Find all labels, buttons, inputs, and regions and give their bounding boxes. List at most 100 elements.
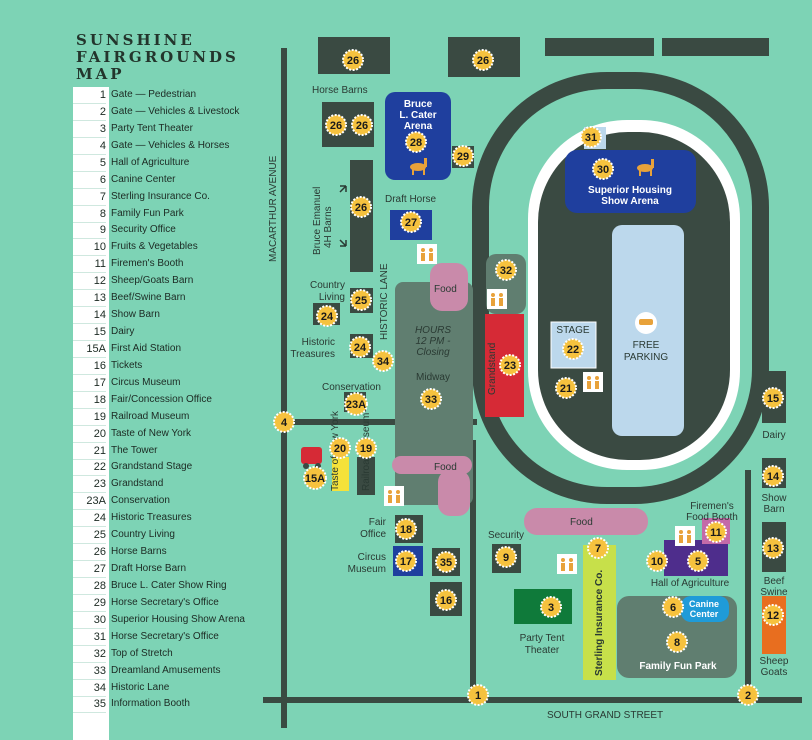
location-badge-7[interactable]: 7 <box>587 537 609 559</box>
south-grand-street-road <box>263 697 802 703</box>
fair-office-label-1: Fair <box>369 517 387 528</box>
legend-label: Country Living <box>111 529 175 541</box>
location-badge-8[interactable]: 8 <box>666 631 688 653</box>
dairy-label: Dairy <box>762 430 785 441</box>
location-badge-4[interactable]: 4 <box>273 411 295 433</box>
bruce-arena-label-2: L. Cater <box>399 110 436 121</box>
location-badge-17[interactable]: 17 <box>395 550 417 572</box>
location-badge-26[interactable]: 26 <box>472 49 494 71</box>
svg-text:12: 12 <box>767 610 779 622</box>
location-badge-26[interactable]: 26 <box>325 114 347 136</box>
legend-label: Superior Housing Show Arena <box>111 613 245 625</box>
legend-number: 33 <box>73 663 106 680</box>
svg-text:2: 2 <box>745 690 751 702</box>
location-badge-31[interactable]: 31 <box>580 126 602 148</box>
location-badge-30[interactable]: 30 <box>592 158 614 180</box>
location-badge-16[interactable]: 16 <box>435 589 457 611</box>
legend-label: Grandstand <box>111 478 164 490</box>
location-badge-15A[interactable]: 15A <box>303 466 327 490</box>
location-badge-5[interactable]: 5 <box>687 550 709 572</box>
location-badge-6[interactable]: 6 <box>662 596 684 618</box>
legend-number-column <box>73 87 109 740</box>
legend-number: 15 <box>73 324 106 342</box>
location-badge-9[interactable]: 9 <box>495 546 517 568</box>
location-badge-18[interactable]: 18 <box>395 518 417 540</box>
location-badge-1[interactable]: 1 <box>467 684 489 706</box>
location-badge-13[interactable]: 13 <box>762 537 784 559</box>
location-badge-19[interactable]: 19 <box>355 437 377 459</box>
legend-label: Bruce L. Cater Show Ring <box>111 579 227 591</box>
railroad-museum-building <box>357 457 375 495</box>
location-badge-33[interactable]: 33 <box>420 388 442 410</box>
hours-label-1: HOURS <box>415 325 451 336</box>
svg-text:8: 8 <box>674 637 680 649</box>
firemen-label-2: Food Booth <box>686 512 738 523</box>
location-badge-15[interactable]: 15 <box>762 387 784 409</box>
location-badge-35[interactable]: 35 <box>435 551 457 573</box>
firemen-label-1: Firemen's <box>690 501 734 512</box>
title-line-1: SUNSHINE <box>76 31 195 49</box>
food-mid-label: Food <box>434 462 457 473</box>
location-badge-24[interactable]: 24 <box>349 336 371 358</box>
legend-number: 26 <box>73 544 106 562</box>
restroom-icon <box>487 289 507 309</box>
show-barn-label-2: Barn <box>763 504 784 515</box>
location-badge-27[interactable]: 27 <box>400 211 422 233</box>
svg-text:27: 27 <box>405 217 417 229</box>
location-badge-21[interactable]: 21 <box>555 377 577 399</box>
family-fun-park-label: Family Fun Park <box>639 661 717 672</box>
svg-text:19: 19 <box>360 443 372 455</box>
restroom-icon <box>417 244 437 264</box>
location-badge-14[interactable]: 14 <box>762 465 784 487</box>
location-badge-32[interactable]: 32 <box>495 259 517 281</box>
svg-text:10: 10 <box>651 556 663 568</box>
svg-text:16: 16 <box>440 595 452 607</box>
svg-text:26: 26 <box>347 55 359 67</box>
svg-text:31: 31 <box>585 132 597 144</box>
legend-label: Historic Lane <box>111 681 170 693</box>
svg-text:15A: 15A <box>305 473 325 485</box>
legend-label: Beef/Swine Barn <box>111 292 186 304</box>
location-badge-11[interactable]: 11 <box>705 521 727 543</box>
car-body-icon <box>639 319 653 325</box>
location-badge-26[interactable]: 26 <box>351 114 373 136</box>
location-badge-3[interactable]: 3 <box>540 596 562 618</box>
title-line-2: FAIRGROUNDS <box>76 48 239 66</box>
legend-label: Hall of Agriculture <box>111 156 190 168</box>
legend-number: 4 <box>73 138 106 155</box>
location-badge-25[interactable]: 25 <box>350 289 372 311</box>
arrow-icon <box>339 185 347 193</box>
legend-number: 19 <box>73 409 106 426</box>
location-badge-23[interactable]: 23 <box>499 354 521 376</box>
superior-arena-label-1: Superior Housing <box>588 185 672 196</box>
location-badge-26[interactable]: 26 <box>350 196 372 218</box>
location-badge-23A[interactable]: 23A <box>344 392 368 416</box>
location-badge-12[interactable]: 12 <box>762 604 784 626</box>
legend-label: Gate — Vehicles & Horses <box>111 139 230 151</box>
legend-label: Information Booth <box>111 698 190 710</box>
location-badge-29[interactable]: 29 <box>452 145 474 167</box>
location-badge-2[interactable]: 2 <box>737 684 759 706</box>
location-badge-20[interactable]: 20 <box>329 437 351 459</box>
location-badge-22[interactable]: 22 <box>562 338 584 360</box>
location-badge-28[interactable]: 28 <box>405 131 427 153</box>
location-badge-34[interactable]: 34 <box>372 350 394 372</box>
legend-label: Conservation <box>111 495 170 507</box>
location-badge-10[interactable]: 10 <box>646 550 668 572</box>
location-badge-26[interactable]: 26 <box>342 49 364 71</box>
location-badge-24[interactable]: 24 <box>316 305 338 327</box>
svg-text:6: 6 <box>670 602 676 614</box>
